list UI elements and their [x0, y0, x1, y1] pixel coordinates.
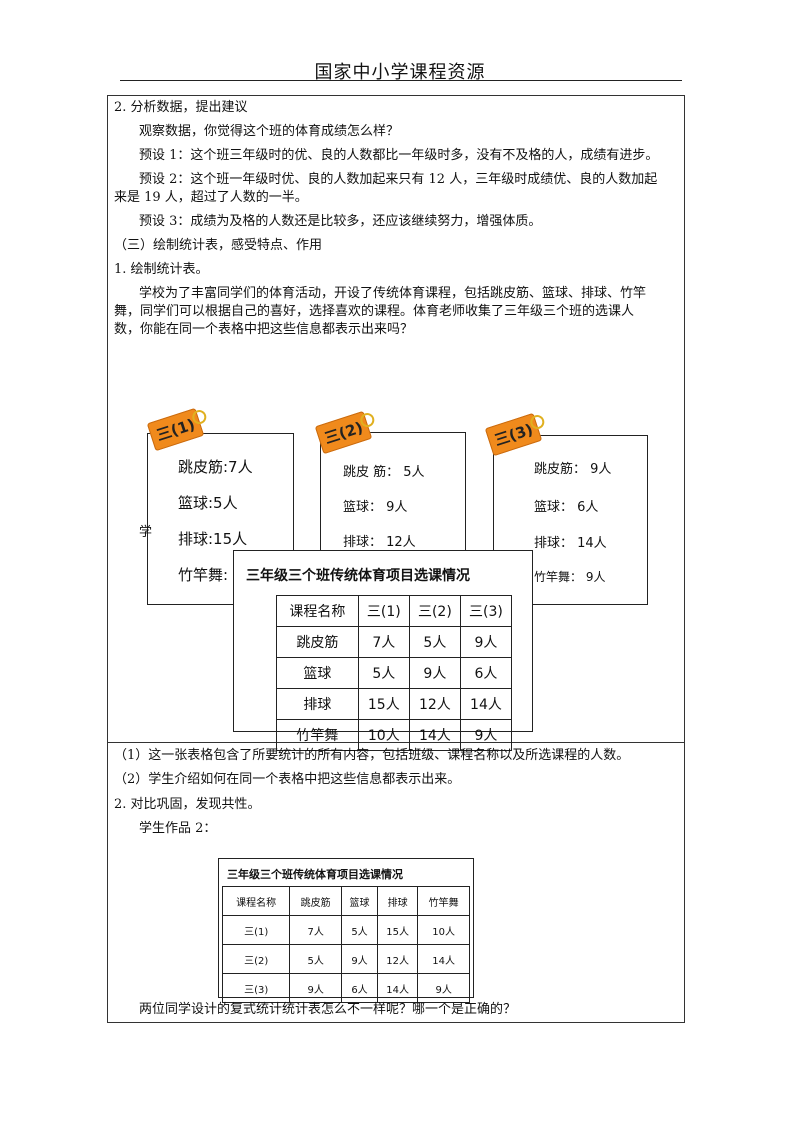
student-table-2: 三年级三个班传统体育项目选课情况 课程名称 跳皮筋 篮球 排球 竹竿舞 三(1)…: [218, 858, 474, 1003]
table-cell: 5人: [408, 626, 461, 658]
card-row: 竹竿舞： 9人: [534, 570, 606, 584]
table-cell: 9人: [417, 973, 470, 1003]
card-row: 篮球:5人: [178, 494, 238, 512]
table-cell: 6人: [340, 973, 379, 1003]
table-cell: 9人: [408, 657, 461, 689]
card-row: 排球： 14人: [534, 536, 607, 551]
header-cell: 三(3): [459, 595, 513, 627]
table-cell: 7人: [357, 626, 410, 658]
table-cell: 6人: [459, 657, 513, 689]
page-title: 国家中小学课程资源: [314, 62, 486, 83]
table-cell: 5人: [289, 944, 342, 974]
table-row: 排球 15人 12人 14人: [276, 688, 513, 720]
header-cell: 跳皮筋: [289, 886, 342, 916]
note-2: （2）学生介绍如何在同一个表格中把这些信息都表示出来。: [114, 772, 461, 787]
table-cell: 三(2): [221, 944, 291, 974]
table-header-row: 课程名称 三(1) 三(2) 三(3): [276, 595, 513, 627]
table-row: 三(3) 9人 6人 14人 9人: [221, 973, 470, 1003]
table-cell: 10人: [417, 915, 470, 945]
card-row: 篮球： 9人: [343, 500, 408, 515]
table-header-row: 课程名称 跳皮筋 篮球 排球 竹竿舞: [221, 886, 470, 916]
table-cell: 9人: [459, 719, 513, 751]
card-row: 跳皮筋： 9人: [534, 462, 612, 477]
table-row: 跳皮筋 7人 5人 9人: [276, 626, 513, 658]
table-cell: 15人: [357, 688, 410, 720]
table-cell: 14人: [459, 688, 513, 720]
partial-text: 学: [139, 525, 153, 540]
card-row: 跳皮 筋： 5人: [343, 465, 425, 480]
table-cell: 14人: [408, 719, 461, 751]
table-cell: 竹竿舞: [276, 719, 359, 751]
data-table: 课程名称 跳皮筋 篮球 排球 竹竿舞 三(1) 7人 5人 15人 10人 三(…: [221, 886, 470, 1003]
table-row: 篮球 5人 9人 6人: [276, 657, 513, 689]
table-cell: 9人: [289, 973, 342, 1003]
question-text: 观察数据，你觉得这个班的体育成绩怎么样？: [139, 124, 400, 139]
table-cell: 14人: [377, 973, 419, 1003]
table-cell: 9人: [459, 626, 513, 658]
table-cell: 15人: [377, 915, 419, 945]
header-divider: [120, 80, 682, 81]
header-cell: 三(1): [357, 595, 410, 627]
table-cell: 三(1): [221, 915, 291, 945]
student-table-1: 三年级三个班传统体育项目选课情况 课程名称 三(1) 三(2) 三(3) 跳皮筋…: [233, 550, 533, 751]
note-1: （1）这一张表格包含了所要统计的所有内容，包括班级、课程名称以及所选课程的人数。: [114, 748, 630, 763]
content-frame: [107, 95, 685, 1023]
work-label: 学生作品 2：: [139, 821, 217, 836]
header-cell: 课程名称: [221, 886, 291, 916]
header-cell: 三(2): [408, 595, 461, 627]
table-row: 三(1) 7人 5人 15人 10人: [221, 915, 470, 945]
table-cell: 10人: [357, 719, 410, 751]
card-row: 篮球： 6人: [534, 500, 599, 515]
intro-line-1: 学校为了丰富同学们的体育活动，开设了传统体育课程，包括跳皮筋、篮球、排球、竹竿: [139, 286, 647, 301]
header-cell: 排球: [377, 886, 419, 916]
table-cell: 5人: [357, 657, 410, 689]
section-heading: 2. 对比巩固，发现共性。: [114, 797, 261, 812]
data-table: 课程名称 三(1) 三(2) 三(3) 跳皮筋 7人 5人 9人 篮球 5人 9…: [276, 595, 513, 751]
preset-1: 预设 1：这个班三年级时的优、良的人数都比一年级时多，没有不及格的人，成绩有进步…: [139, 148, 659, 163]
subsection-heading: 1. 绘制统计表。: [114, 262, 209, 277]
table-cell: 7人: [289, 915, 342, 945]
table-cell: 排球: [276, 688, 359, 720]
card-row: 排球:15人: [178, 530, 248, 548]
table-row: 竹竿舞 10人 14人 9人: [276, 719, 513, 751]
table-title: 三年级三个班传统体育项目选课情况: [227, 868, 403, 881]
card-row: 竹竿舞:: [178, 566, 229, 584]
table-cell: 跳皮筋: [276, 626, 359, 658]
intro-line-2: 舞，同学们可以根据自己的喜好，选择喜欢的课程。体育老师收集了三年级三个班的选课人: [114, 304, 635, 319]
table-cell: 5人: [340, 915, 379, 945]
card-row: 跳皮筋:7人: [178, 458, 253, 476]
header-cell: 课程名称: [276, 595, 359, 627]
preset-2-line1: 预设 2：这个班一年级时优、良的人数加起来只有 12 人，三年级时成绩优、良的人…: [139, 172, 658, 187]
table-title: 三年级三个班传统体育项目选课情况: [246, 568, 470, 584]
table-cell: 9人: [340, 944, 379, 974]
preset-2-line2: 来是 19 人，超过了人数的一半。: [114, 190, 308, 205]
section-heading: 2. 分析数据，提出建议: [114, 100, 248, 115]
section-heading: （三）绘制统计表，感受特点、作用: [114, 238, 323, 253]
table-cell: 篮球: [276, 657, 359, 689]
header-cell: 篮球: [340, 886, 379, 916]
header-cell: 竹竿舞: [417, 886, 470, 916]
table-cell: 12人: [408, 688, 461, 720]
table-cell: 14人: [417, 944, 470, 974]
table-cell: 三(3): [221, 973, 291, 1003]
closing-question: 两位同学设计的复式统计统计表怎么不一样呢？哪一个是正确的？: [139, 1002, 517, 1017]
table-row: 三(2) 5人 9人 12人 14人: [221, 944, 470, 974]
preset-3: 预设 3：成绩为及格的人数还是比较多，还应该继续努力，增强体质。: [139, 214, 542, 229]
card-row: 排球： 12人: [343, 535, 416, 550]
table-cell: 12人: [377, 944, 419, 974]
intro-line-3: 数，你能在同一个表格中把这些信息都表示出来吗？: [114, 322, 414, 337]
